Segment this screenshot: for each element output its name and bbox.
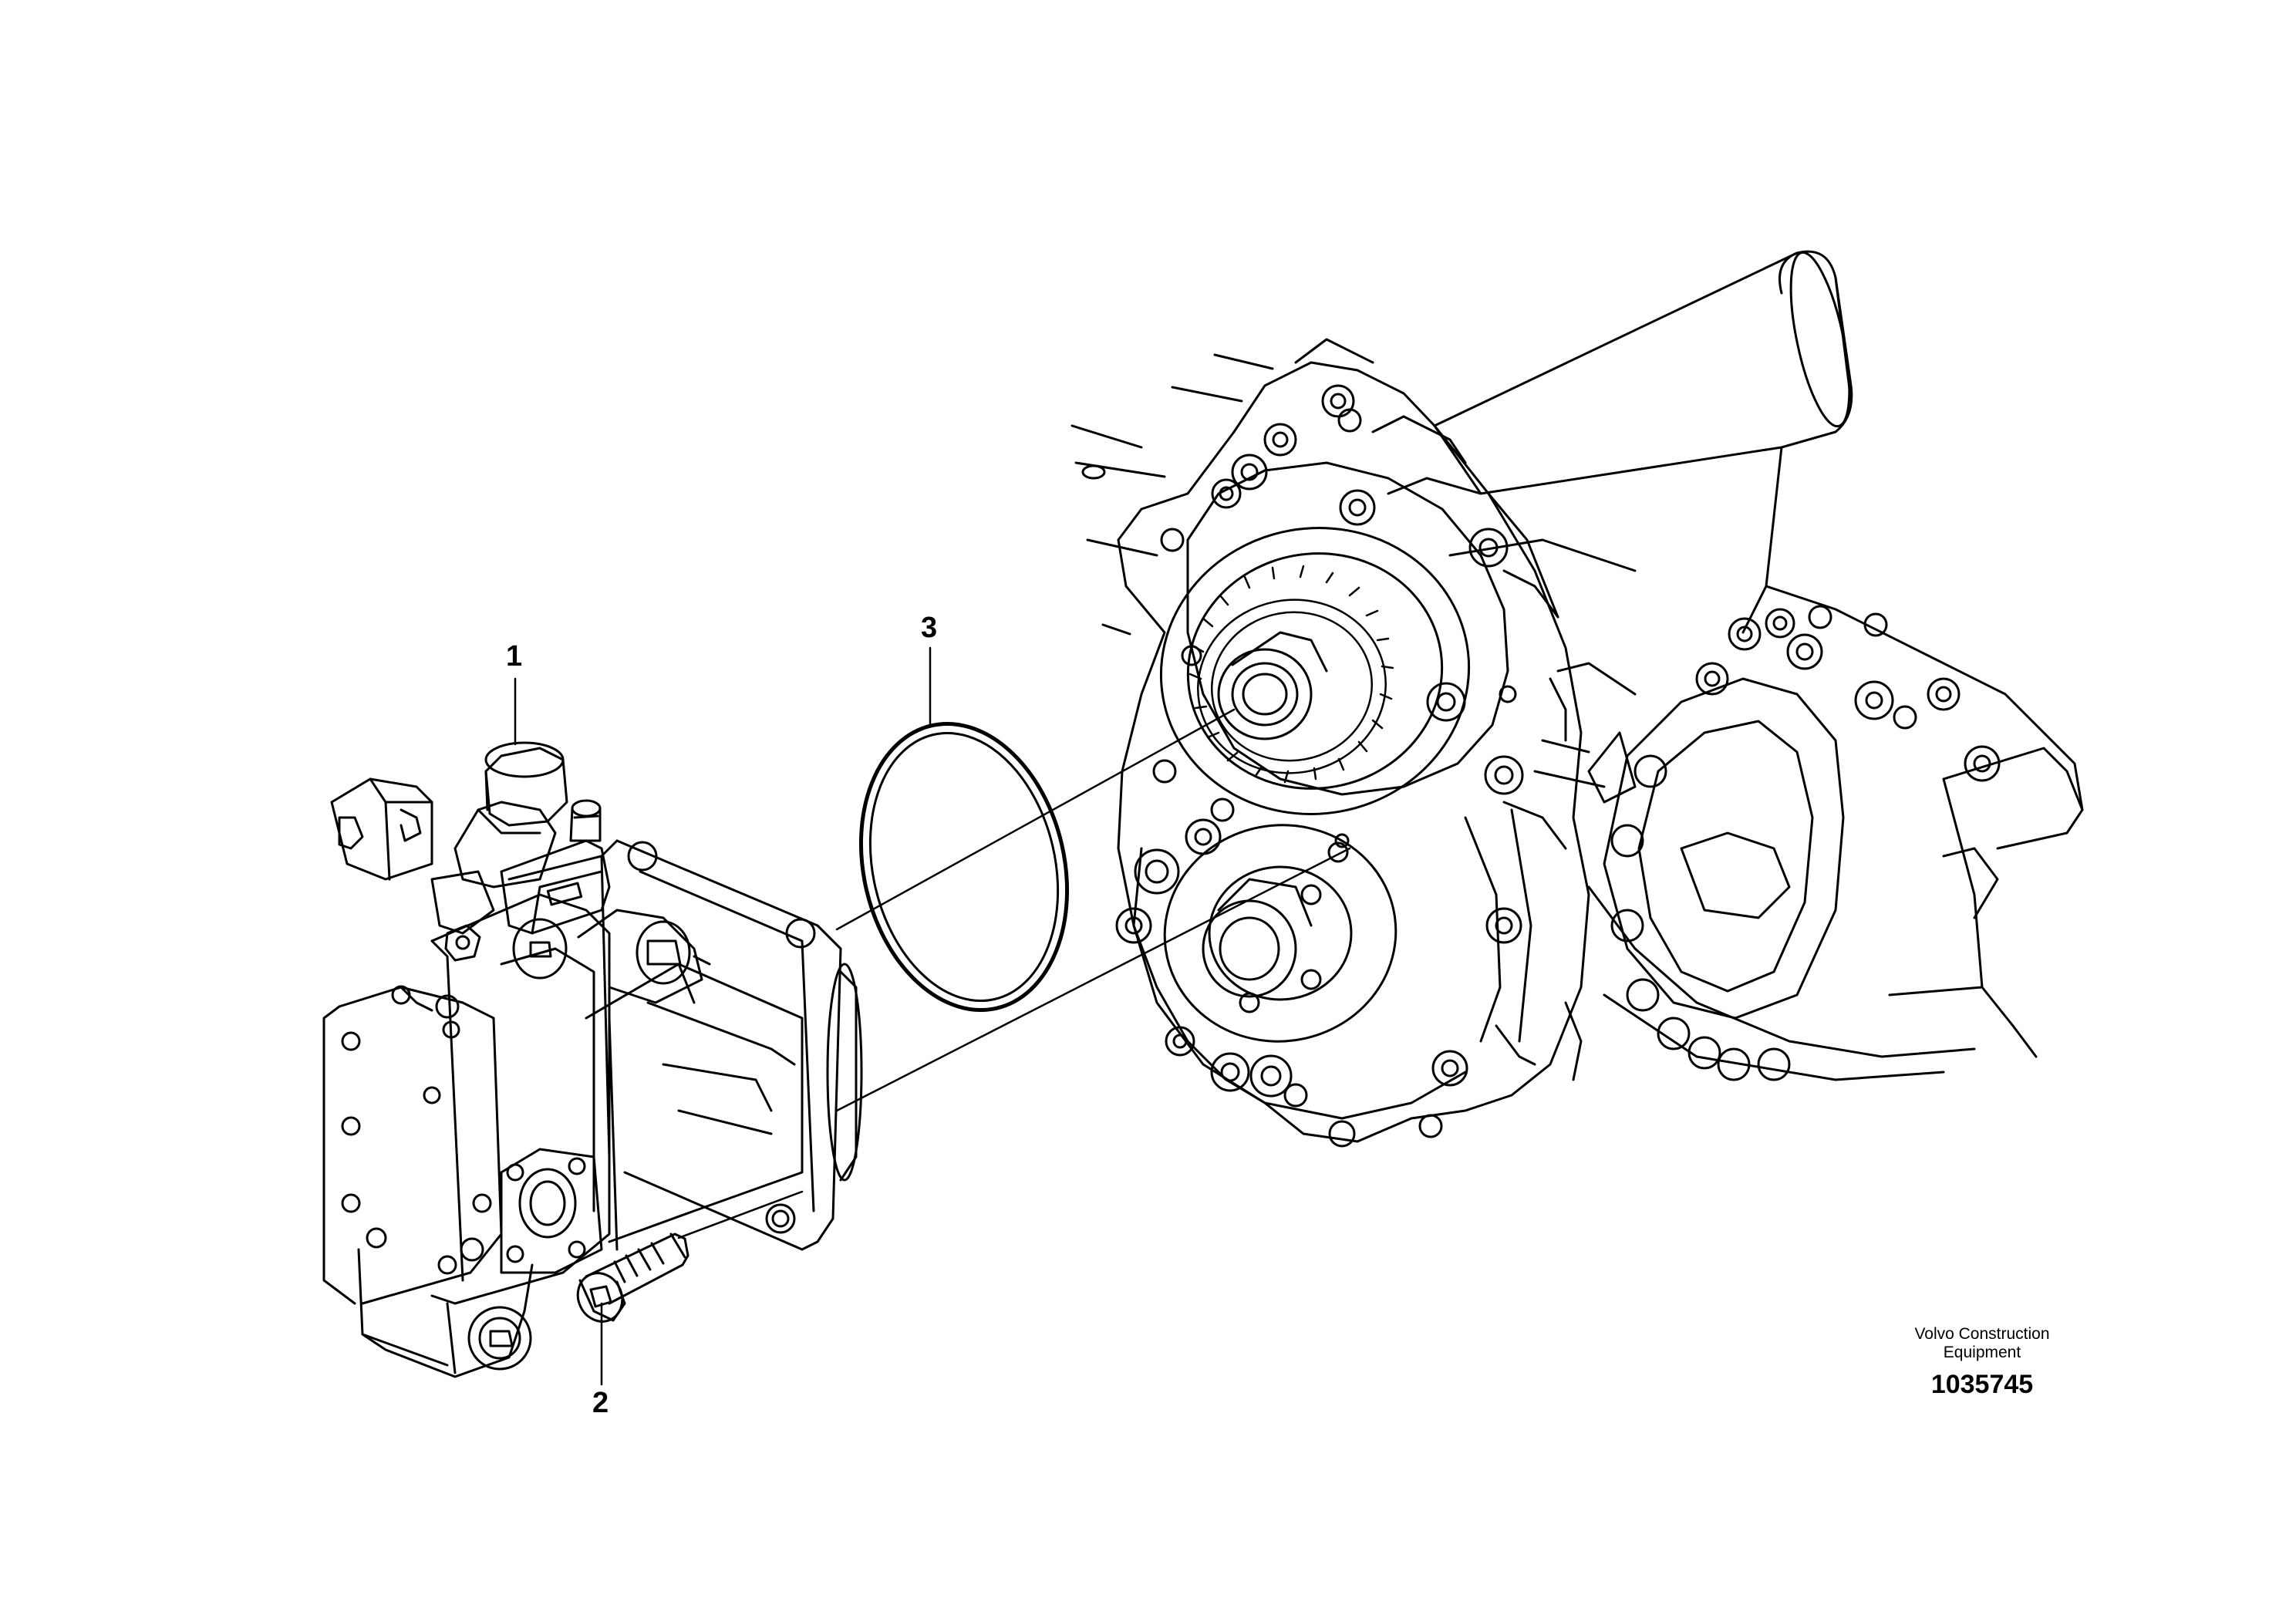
drawing-number: 1035745 [1930, 1370, 2034, 1399]
callout-3: 3 [921, 612, 938, 644]
transfer-gearbox [1115, 338, 1590, 1148]
axle-housing [1433, 250, 2084, 1081]
credit-line-2: Equipment [1943, 1344, 2021, 1361]
cap-screw [576, 1233, 689, 1323]
leader-lines [514, 646, 1351, 1386]
publisher-credit: Volvo Construction Equipment 1035745 [1866, 1325, 2098, 1400]
callout-2: 2 [592, 1387, 609, 1419]
credit-line-1: Volvo Construction [1914, 1325, 2050, 1343]
o-ring [858, 721, 1070, 1013]
hydraulic-motor [322, 741, 863, 1378]
callout-1: 1 [506, 640, 523, 673]
frame-lines [1070, 353, 1606, 788]
